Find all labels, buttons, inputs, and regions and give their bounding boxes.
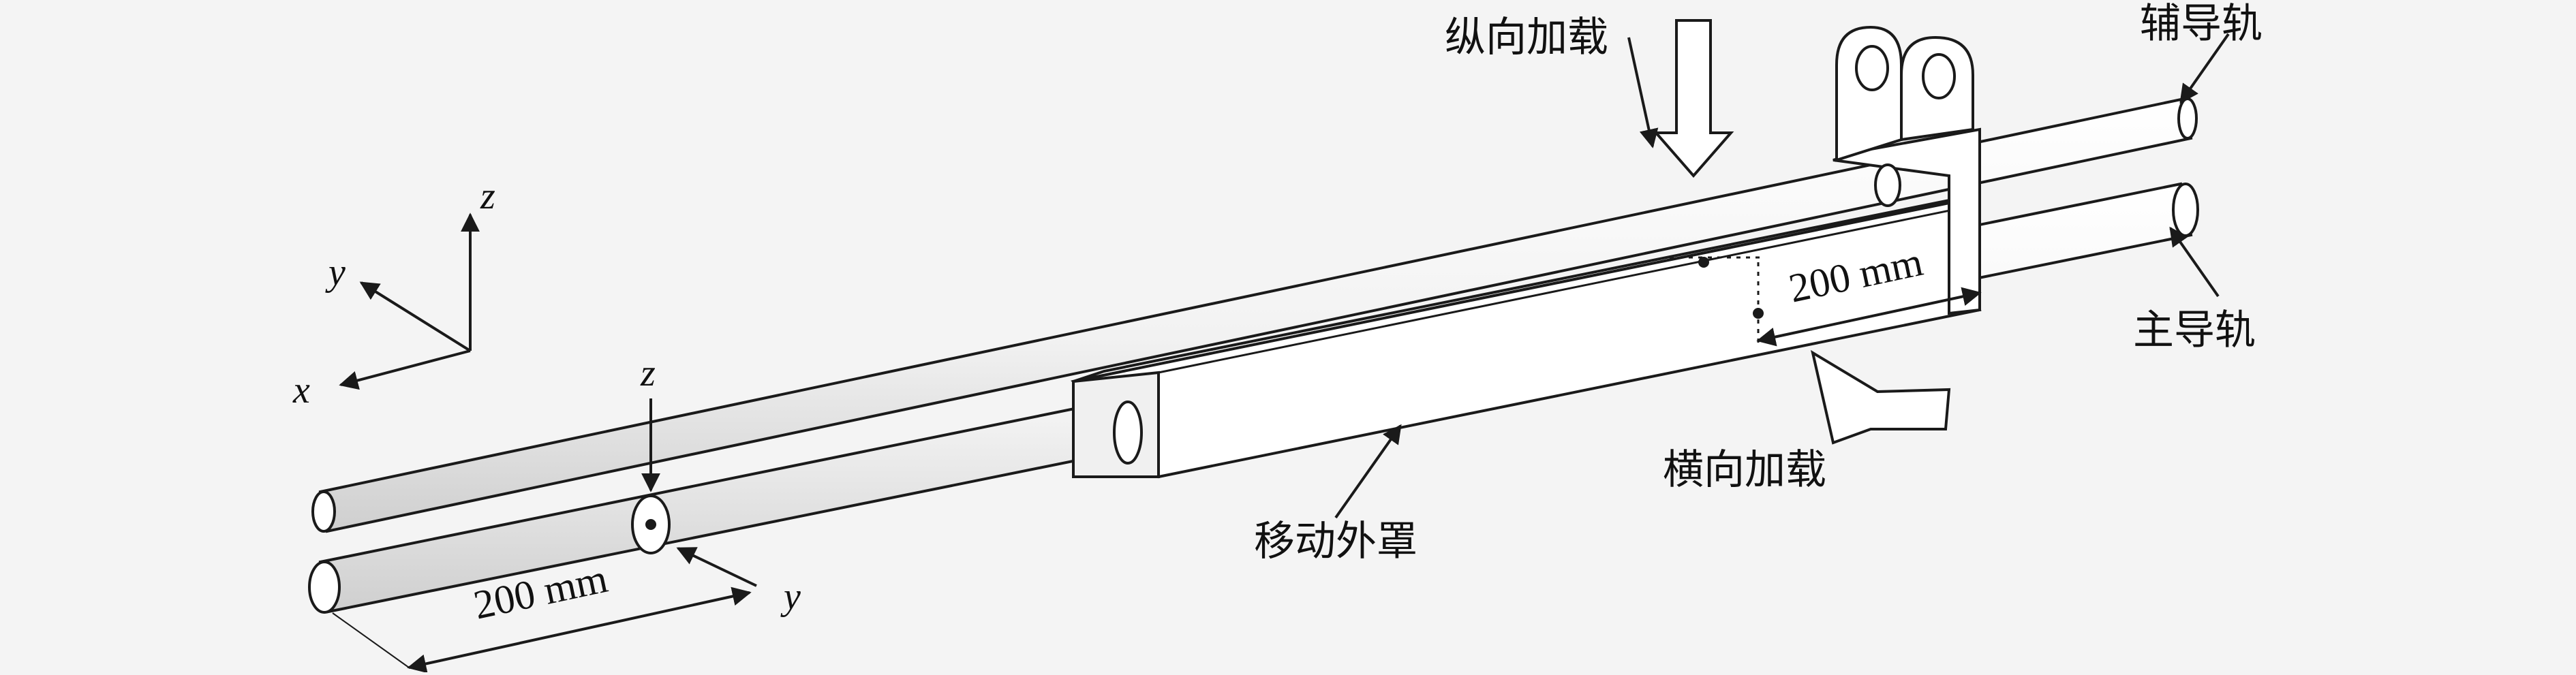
auxiliary-rail (311, 97, 2198, 533)
auxiliary-rail-label: 辅导轨 (2140, 0, 2263, 48)
moving-cover-label: 移动外罩 (1254, 518, 1417, 565)
leader-arrows (1334, 33, 2230, 519)
global-y-axis-label: y (328, 251, 346, 294)
longitudinal-load-arrow (1653, 19, 1734, 178)
local-z-axis-label: z (641, 352, 656, 394)
main-rail-label: 主导轨 (2133, 307, 2256, 354)
local-frame-marker (631, 495, 671, 554)
clevis-bracket (1833, 25, 1981, 315)
global-z-axis-label: z (480, 175, 495, 217)
local-axes (641, 398, 757, 587)
dimension-lines (332, 287, 1982, 674)
local-y-axis-label: y (784, 576, 801, 618)
longitudinal-load-label: 纵向加载 (1445, 14, 1608, 61)
global-axes (339, 213, 480, 390)
global-x-axis-label: x (293, 369, 310, 411)
lateral-load-label: 横向加载 (1663, 446, 1826, 494)
lateral-load-arrow (1811, 349, 1951, 445)
